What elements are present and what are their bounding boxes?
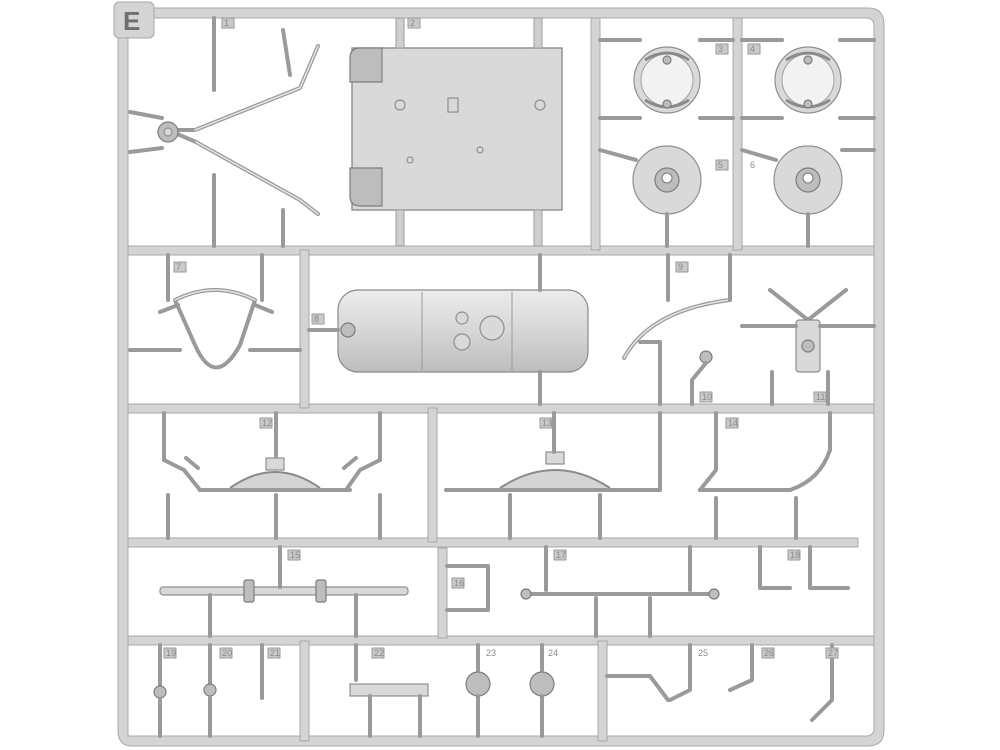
part-small-tab bbox=[445, 564, 490, 612]
part-label-13: 13 bbox=[542, 418, 552, 428]
horizontal-runners bbox=[127, 245, 875, 646]
part-floor-plate bbox=[349, 17, 563, 247]
part-spring-brackets-left bbox=[162, 411, 382, 540]
part-label-23: 23 bbox=[486, 648, 496, 658]
part-small-valve bbox=[690, 350, 827, 406]
vertical-runners bbox=[299, 17, 743, 742]
part-label-15: 15 bbox=[290, 550, 300, 560]
part-label-5: 5 bbox=[718, 160, 723, 170]
part-label-6: 6 bbox=[750, 160, 755, 170]
part-label-27: 27 bbox=[828, 648, 838, 658]
part-lever-bracket bbox=[740, 288, 876, 406]
part-label-22: 22 bbox=[374, 648, 384, 658]
part-number-labels: 1 2 3 4 5 6 7 8 9 10 11 12 13 14 15 16 1… bbox=[166, 18, 838, 658]
part-label-4: 4 bbox=[750, 44, 755, 54]
part-label-24: 24 bbox=[548, 648, 558, 658]
part-label-14: 14 bbox=[728, 418, 738, 428]
part-curved-bar bbox=[622, 253, 732, 406]
part-brake-shoe-left bbox=[598, 38, 735, 120]
part-label-8: 8 bbox=[314, 314, 319, 324]
part-label-1: 1 bbox=[224, 18, 229, 28]
part-label-20: 20 bbox=[222, 648, 232, 658]
sprue-letter-tab: E bbox=[113, 1, 155, 39]
part-label-17: 17 bbox=[556, 550, 566, 560]
part-label-21: 21 bbox=[270, 648, 280, 658]
part-label-26: 26 bbox=[764, 648, 774, 658]
part-label-9: 9 bbox=[678, 262, 683, 272]
part-label-7: 7 bbox=[176, 262, 181, 272]
part-backing-plate-right bbox=[740, 145, 876, 248]
part-label-3: 3 bbox=[718, 44, 723, 54]
part-bottom-small-pieces bbox=[153, 643, 839, 738]
part-small-brackets bbox=[758, 545, 850, 590]
part-brake-shoe-right bbox=[740, 38, 876, 120]
part-label-19: 19 bbox=[166, 648, 176, 658]
part-label-2: 2 bbox=[410, 18, 415, 28]
part-spring-bracket-right bbox=[444, 411, 662, 540]
part-label-25: 25 bbox=[698, 648, 708, 658]
sprue-letter: E bbox=[123, 6, 140, 36]
part-curved-rod bbox=[698, 411, 832, 540]
part-label-18: 18 bbox=[790, 550, 800, 560]
part-fuel-tank bbox=[307, 253, 589, 406]
part-label-10: 10 bbox=[702, 392, 712, 402]
part-backing-plate-left bbox=[598, 145, 729, 248]
part-label-16: 16 bbox=[454, 578, 464, 588]
part-tie-rod bbox=[520, 545, 720, 638]
part-long-shaft bbox=[159, 545, 409, 638]
part-frame-loop bbox=[128, 253, 302, 370]
part-label-11: 11 bbox=[816, 392, 825, 402]
part-label-12: 12 bbox=[262, 418, 272, 428]
part-v-brace bbox=[128, 16, 320, 248]
outer-runner-frame bbox=[117, 7, 885, 747]
